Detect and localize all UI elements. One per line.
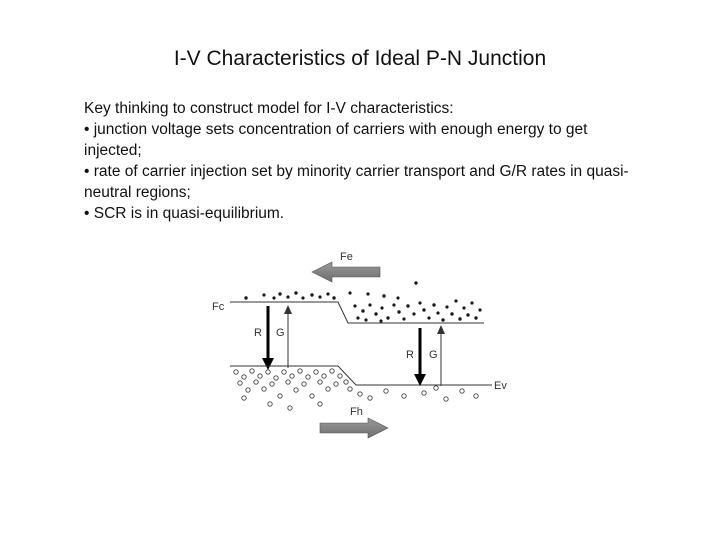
right-r-label: R [406, 349, 414, 361]
right-g-label: G [429, 349, 438, 361]
ev-label: Ev [494, 380, 507, 392]
band-diagram: Fe Fc [200, 248, 520, 448]
intro-line: Key thinking to construct model for I-V … [84, 98, 644, 119]
left-g-label: G [276, 327, 285, 339]
fh-label: Fh [350, 406, 363, 418]
fc-label: Fc [212, 301, 225, 313]
right-generation-arrow [437, 325, 445, 386]
slide-title: I-V Characteristics of Ideal P-N Junctio… [0, 47, 720, 71]
hole-flux-arrow [320, 418, 388, 438]
bullet-1: • junction voltage sets concentration of… [84, 119, 644, 161]
left-r-label: R [254, 327, 262, 339]
hole-circles [234, 369, 478, 410]
right-recombination-arrow [414, 328, 426, 386]
fe-label: Fe [340, 251, 353, 263]
left-recombination-arrow [262, 306, 274, 370]
left-generation-arrow [284, 305, 292, 368]
body-text: Key thinking to construct model for I-V … [84, 98, 644, 224]
valence-band-edge [230, 366, 492, 385]
electron-flux-arrow [312, 262, 380, 282]
bullet-2: • rate of carrier injection set by minor… [84, 161, 644, 203]
band-diagram-svg: Fe Fc [200, 248, 520, 448]
bullet-3: • SCR is in quasi-equilibrium. [84, 203, 644, 224]
